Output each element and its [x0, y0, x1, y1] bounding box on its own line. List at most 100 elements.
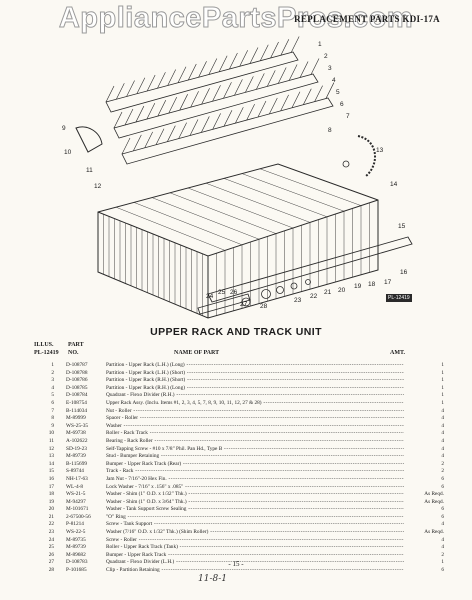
part-amount: 1 [406, 362, 444, 370]
part-number: WS-21-5 [66, 491, 86, 498]
callout-label: 24 [206, 293, 214, 300]
callout-label: 9 [62, 125, 66, 132]
part-number: M-101671 [66, 506, 89, 513]
callout-label: 4 [332, 77, 336, 84]
illus-number: 18 [48, 491, 54, 498]
callout-label: 27 [240, 301, 248, 308]
illus-number: 11 [48, 437, 54, 444]
callout-label: 14 [390, 181, 398, 188]
illus-number: 17 [48, 483, 54, 490]
part-name: Washer - Tank Support Screw Sealing [106, 506, 404, 514]
part-name: Spacer - Roller [106, 415, 404, 423]
part-amount: 1 [406, 399, 444, 408]
watermark: AppliancePartsPros.com [58, 2, 414, 35]
illus-number: 23 [48, 529, 54, 536]
callout-label: 12 [94, 183, 102, 190]
callout-label: 26 [230, 289, 238, 296]
part-amount: 1 [406, 377, 444, 385]
part-name: Nut - Roller [106, 408, 404, 416]
part-name: Roller - Upper Rack Track (Tank) [106, 544, 404, 552]
part-name: Washer - Shim (1" O.D. x 3/64" Thk.) [106, 499, 404, 507]
part-amount: 4 [406, 453, 444, 461]
part-number: M-89735 [66, 536, 86, 543]
illus-number: 19 [48, 498, 54, 505]
part-name: Partition - Upper Rack (L.H.) (Long) [106, 362, 404, 370]
part-amount: 1 [406, 369, 444, 378]
part-number: D-108783 [66, 559, 88, 566]
part-number: 2-67500-56 [66, 513, 91, 520]
part-number: D-108786 [66, 377, 88, 384]
part-amount: 6 [406, 475, 444, 484]
part-number: B-115699 [66, 460, 87, 467]
header-name: NAME OF PART [174, 350, 220, 356]
part-amount: 4 [406, 445, 444, 454]
part-amount: 2 [406, 460, 444, 469]
part-number: M-69738 [66, 430, 86, 437]
part-number: D-108788 [66, 369, 88, 376]
section-title: UPPER RACK AND TRACK UNIT [150, 326, 322, 338]
part-number: P-101685 [66, 567, 87, 574]
callout-label: 8 [328, 127, 332, 134]
part-name: Partition - Upper Rack (L.H.) (Short) [106, 370, 404, 378]
part-name: Quadrant - Flexo Divider (R.H.) [106, 392, 404, 400]
part-number: NH-17-63 [66, 475, 88, 482]
table-row: 212-67500-56"O" Ring6 [34, 513, 448, 522]
part-amount: 1 [406, 384, 444, 393]
illus-number: 21 [48, 513, 54, 520]
part-amount: 2 [406, 551, 444, 560]
part-name: Partition - Upper Rack (R.H.) (Long) [106, 385, 404, 393]
illus-number: 1 [51, 362, 54, 368]
part-number: E-108754 [66, 399, 87, 406]
callout-label: 3 [328, 65, 332, 72]
illus-number: 15 [48, 468, 54, 475]
header-fig: PL-12419 [34, 350, 59, 356]
part-name: Bumper - Upper Rack Track [106, 552, 404, 560]
part-amount: 1 [406, 392, 444, 400]
header-part: PART [68, 342, 84, 348]
part-number: WL-4-8 [66, 483, 84, 490]
illus-number: 9 [51, 422, 54, 429]
part-number: M-89739 [66, 453, 86, 460]
part-name: Quadrant - Flexo Divider (L.H.) [106, 559, 404, 567]
illus-number: 28 [48, 567, 54, 574]
part-number: D-108784 [66, 392, 88, 399]
part-number: A-102622 [66, 437, 88, 444]
part-name: Roller - Rack Track [106, 430, 404, 438]
illus-number: 25 [48, 544, 54, 551]
illus-number: 13 [48, 453, 54, 460]
part-amount: 6 [406, 567, 444, 575]
table-row: 3 D-108786 Partition - Upper Rack (R.H.) (… [34, 377, 448, 385]
callout-label: 20 [338, 287, 346, 294]
illus-number: 10 [48, 430, 54, 437]
part-number: B-114034 [66, 407, 87, 414]
callout-label: 7 [346, 113, 350, 120]
callout-label: 28 [260, 303, 268, 310]
part-amount: 4 [406, 521, 444, 530]
callout-label: 16 [400, 269, 408, 276]
rack-track [197, 236, 413, 315]
illus-number: 2 [51, 369, 54, 376]
illus-number: 3 [51, 377, 54, 384]
page-header-title: REPLACEMENT PARTS KDI-17A [294, 14, 440, 24]
part-number: M-89999 [66, 415, 86, 422]
part-amount: 6 [406, 513, 444, 522]
part-number: M-94297 [66, 498, 86, 505]
callout-label: 19 [354, 283, 362, 290]
part-name: Bearing - Rack Roller [106, 438, 404, 446]
part-amount: 4 [406, 536, 444, 545]
part-name: Partition - Upper Rack (R.H.) (Short) [106, 377, 404, 385]
illus-number: 24 [48, 536, 54, 543]
